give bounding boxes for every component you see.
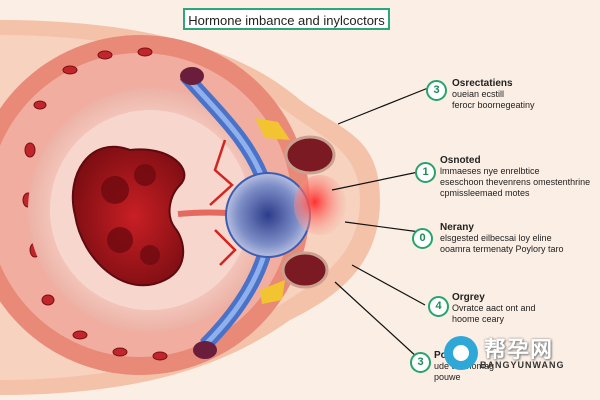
- label-2-head: Osnoted: [440, 155, 481, 166]
- label-2: Osnoted lmmaeses nye enrelbtice eseschoo…: [440, 155, 595, 199]
- organ-lobes: [101, 164, 160, 265]
- follicle-bottom: [281, 251, 329, 289]
- follicle-top: [284, 135, 336, 175]
- vessels: [209, 139, 237, 266]
- badge-1: 3: [426, 80, 447, 101]
- label-1-head: Osrectatiens: [452, 78, 513, 89]
- label-3-line-1: elsgested eilbecsai loy eline: [440, 233, 552, 243]
- watermark-cn: 帮孕网: [484, 337, 554, 362]
- watermark-en: BANGYUNWANG: [480, 360, 565, 370]
- label-2-line-1: lmmaeses nye enrelbtice: [440, 166, 540, 176]
- label-3-head: Nerany: [440, 222, 474, 233]
- label-5-line-2: pouwe: [434, 372, 461, 382]
- label-2-line-3: cpmissleemaed motes: [440, 188, 530, 198]
- label-4-head: Orgrey: [452, 292, 485, 303]
- label-1-line-2: ferocr boornegeatiny: [452, 100, 535, 110]
- label-4-line-2: hoome ceary: [452, 314, 505, 324]
- yellow-accents: [255, 118, 290, 304]
- badge-3: 0: [412, 228, 433, 249]
- watermark: 帮孕网 BANGYUNWANG: [444, 332, 584, 378]
- leader-lines: [331, 87, 429, 359]
- badge-2: 1: [415, 162, 436, 183]
- label-4: Orgrey Ovratce aact ont and hoome ceary: [452, 292, 592, 325]
- badge-5: 3: [410, 352, 431, 373]
- label-3: Nerany elsgested eilbecsai loy eline ooa…: [440, 222, 595, 255]
- label-2-line-2: eseschoon thevenrens omestenthrine: [440, 177, 591, 187]
- label-1: Osrectatiens oueian ecstill ferocr boorn…: [452, 78, 592, 111]
- label-3-line-2: ooamra termenaty Poylory taro: [440, 244, 564, 254]
- tube-end-bottom: [193, 341, 217, 359]
- badge-4: 4: [428, 296, 449, 317]
- wall-cells: [22, 47, 168, 361]
- red-glow: [294, 175, 346, 235]
- label-4-line-1: Ovratce aact ont and: [452, 303, 536, 313]
- watermark-logo-icon: [444, 336, 478, 370]
- diagram-title: Hormone imbance and inylcoctors: [183, 8, 390, 30]
- label-1-line-1: oueian ecstill: [452, 89, 505, 99]
- label-5-head: Po: [434, 350, 447, 361]
- tube-end-top: [180, 67, 204, 85]
